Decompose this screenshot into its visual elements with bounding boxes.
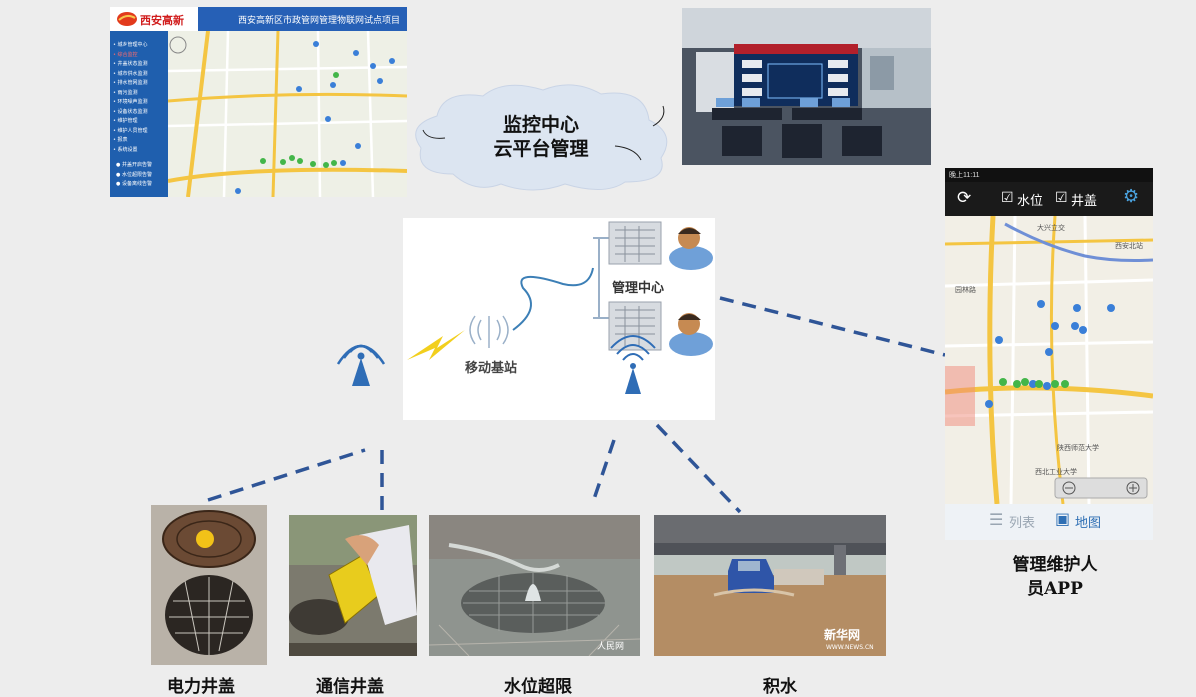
power-manhole-photo [151, 505, 267, 665]
xinhua-watermark: 新华网 [824, 627, 860, 642]
legend-item: ● 水位超限告警 [116, 171, 152, 178]
web-map-pins [235, 41, 395, 194]
link-app [719, 296, 946, 357]
app-map: 大兴立交 西安北站 园林路 西北工业大学 陕西师范大学 [945, 216, 1153, 504]
cover-checkbox-icon[interactable]: ☑ [1055, 190, 1068, 206]
cloud-shape [415, 84, 668, 191]
app-caption-2: 员APP [1027, 579, 1083, 599]
gear-icon[interactable]: ⚙ [1123, 186, 1140, 207]
menu-item[interactable]: • 排水管网监测 [113, 80, 148, 86]
lightning-icon [407, 330, 465, 360]
menu-item[interactable]: • 井盖状态监测 [113, 61, 148, 67]
zoom-controls[interactable] [1054, 477, 1148, 499]
cloud-label-1: 监控中心 [502, 114, 579, 136]
operator-icon [669, 313, 713, 356]
network-diagram [407, 221, 713, 394]
menu-item[interactable]: • 维护管理 [113, 118, 138, 124]
signal-tower-icon [610, 335, 656, 394]
status-bar: 晚上11:11 [945, 168, 1153, 182]
link-water-level [590, 439, 616, 506]
management-center-label: 管理中心 [612, 281, 665, 296]
map-label: 西安北站 [1115, 241, 1143, 250]
sensor-label-power-cover: 电力井盖 [167, 677, 235, 697]
app-caption-1: 管理维护人 [1012, 555, 1098, 575]
network-panel [403, 218, 715, 420]
menu-item[interactable]: • 维护人员管理 [113, 127, 148, 134]
sensor-node-icon [196, 530, 214, 548]
menu-item[interactable]: • 设备状态监测 [113, 108, 148, 115]
web-header-title: 西安高新区市政管网管理物联网试点项目 [238, 16, 401, 26]
link-wire [512, 267, 594, 331]
comm-manhole-photo [289, 515, 417, 656]
map-label: 园林路 [955, 285, 976, 294]
logo-text: 西安高新 [140, 15, 184, 27]
menu-item[interactable]: • 系统设置 [113, 146, 138, 153]
cloud-label-2: 云平台管理 [493, 138, 589, 160]
menu-item[interactable]: • 城市供水监测 [113, 70, 148, 77]
app-toolbar: ⟳ ☑ 水位 ☑ 井盖 ⚙ [945, 182, 1153, 216]
map-label: 陕西师范大学 [1057, 443, 1099, 452]
refresh-icon[interactable]: ⟳ [957, 188, 972, 208]
control-room-photo [682, 8, 931, 165]
web-logo: 西安高新 [110, 7, 198, 31]
web-sidebar: • 城乡管理中心 • 综合监控 • 井盖状态监测 • 城市供水监测 • 排水管网… [110, 31, 168, 197]
base-station-icon [469, 315, 509, 348]
list-tab[interactable]: 列表 [1009, 516, 1036, 531]
menu-item[interactable]: • 环境噪声监测 [113, 99, 148, 105]
menu-item[interactable]: • 综合监控 [113, 51, 138, 58]
xinhua-url: WWW.NEWS.CN [826, 644, 874, 651]
list-icon[interactable]: ☰ [989, 510, 1004, 529]
people-watermark: 人民网 [597, 641, 624, 652]
signal-tower-icon [336, 344, 386, 386]
base-station-label: 移动基站 [465, 361, 518, 376]
water-level-checkbox-icon[interactable]: ☑ [1001, 190, 1014, 206]
sensor-label-water-level: 水位超限 [504, 677, 572, 697]
server-rack-icon [608, 221, 662, 265]
web-header: 西安高新 西安高新区市政管网管理物联网试点项目 [110, 7, 407, 31]
legend-item: ● 设备离线告警 [116, 181, 152, 187]
map-tab-icon[interactable]: ▣ [1055, 509, 1071, 528]
sensor-label-ponding: 积水 [763, 677, 797, 697]
tab-water-level[interactable]: 水位 [1017, 194, 1044, 209]
operator-icon [669, 227, 713, 270]
logo-icon [117, 12, 137, 26]
link-power-cover [207, 448, 366, 502]
menu-item[interactable]: • 报表 [113, 137, 128, 143]
legend-item: ● 井盖开启告警 [116, 162, 152, 168]
status-time: 晚上11:11 [949, 172, 980, 179]
menu-item[interactable]: • 雨污监测 [113, 89, 138, 96]
tab-manhole-cover[interactable]: 井盖 [1071, 194, 1098, 209]
web-platform-screenshot: 西安高新 西安高新区市政管网管理物联网试点项目 • 城乡管理中心 • 综合监控 … [110, 7, 407, 197]
map-label: 大兴立交 [1037, 223, 1065, 232]
menu-item[interactable]: • 城乡管理中心 [113, 42, 148, 48]
ponding-photo: 新华网 WWW.NEWS.CN [654, 515, 886, 656]
app-bottom-bar: ☰ 列表 ▣ 地图 [945, 504, 1153, 540]
map-label: 西北工业大学 [1035, 467, 1077, 476]
map-tab[interactable]: 地图 [1075, 516, 1102, 531]
web-map [168, 31, 407, 197]
link-ponding [655, 423, 742, 514]
mobile-app-screenshot: 晚上11:11 ⟳ ☑ 水位 ☑ 井盖 ⚙ 大兴立交 [945, 168, 1153, 540]
sensor-label-comm-cover: 通信井盖 [316, 677, 384, 697]
water-level-photo: 人民网 [429, 515, 640, 656]
